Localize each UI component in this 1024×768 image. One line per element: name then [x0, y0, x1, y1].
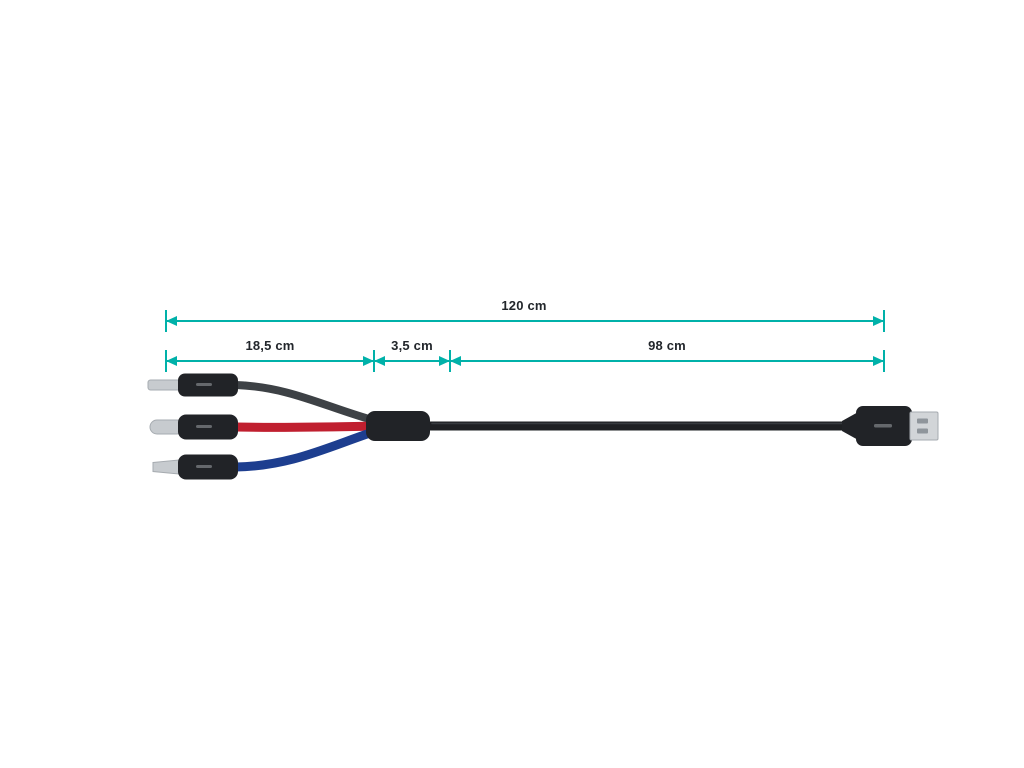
- usb-a-boot: [842, 411, 860, 441]
- dim-arrow-right-icon: [873, 316, 884, 326]
- usb-c-connector: [149, 414, 238, 440]
- dim-arrow-left-icon: [450, 356, 461, 366]
- brand-mark: [874, 424, 892, 428]
- dim-arrow-left-icon: [166, 316, 177, 326]
- dimension-label-total: 120 cm: [501, 298, 546, 313]
- dimension-lines: [165, 310, 885, 372]
- brand-mark: [196, 425, 212, 428]
- usb-a-shield-hole: [917, 428, 928, 434]
- dim-arrow-left-icon: [166, 356, 177, 366]
- dimension-label-main: 98 cm: [648, 338, 686, 353]
- usb-c-branch-cable: [231, 421, 381, 432]
- usb-a-shield: [909, 411, 939, 441]
- lightning-branch-cable: [232, 381, 380, 425]
- dimension-segments: [165, 350, 885, 372]
- dim-arrow-right-icon: [363, 356, 374, 366]
- usb-a-connector: [842, 406, 939, 446]
- dim-arrow-left-icon: [374, 356, 385, 366]
- lightning-connector: [147, 373, 238, 397]
- cable-junction: [366, 411, 430, 441]
- dim-arrow-right-icon: [439, 356, 450, 366]
- dim-arrow-right-icon: [873, 356, 884, 366]
- usb-a-shield-hole: [917, 418, 928, 424]
- micro-usb-connector: [152, 454, 238, 480]
- lightning-tip: [147, 379, 183, 391]
- dimension-label-branches: 18,5 cm: [245, 338, 294, 353]
- brand-mark: [196, 383, 212, 386]
- micro-usb-branch-cable: [231, 426, 381, 472]
- brand-mark: [196, 465, 212, 468]
- dimension-total: [165, 310, 885, 332]
- dimension-label-junction: 3,5 cm: [391, 338, 433, 353]
- dimension-labels: 120 cm 18,5 cm 3,5 cm 98 cm: [245, 298, 685, 353]
